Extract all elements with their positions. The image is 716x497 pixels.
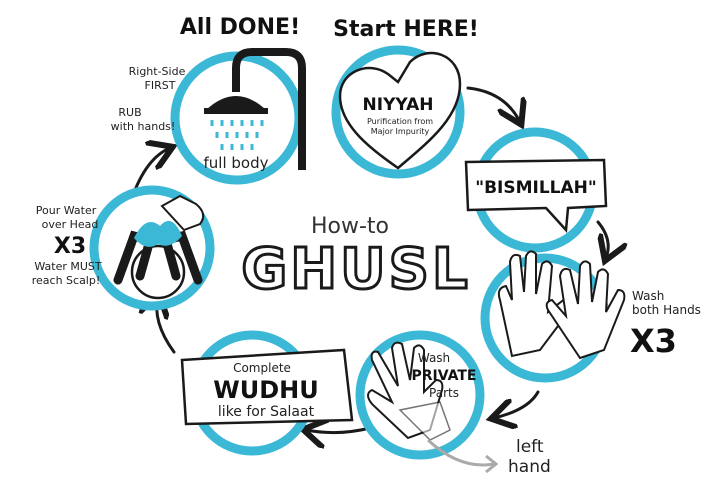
right-side-label-2: FIRST: [145, 79, 176, 92]
arrow-private-to-wudhu: [306, 428, 372, 433]
pour-label-4: reach Scalp!: [32, 274, 101, 287]
niyyah-label: NIYYAH: [363, 95, 434, 115]
jug-icon: [160, 194, 205, 232]
private-hand-back-icon: [398, 401, 451, 441]
wash-both-label-2: both Hands: [632, 303, 701, 317]
pour-step: Pour Water over Head X3 Water MUST reach…: [32, 194, 205, 300]
rub-label-2: with hands!: [111, 120, 176, 133]
left-label-2: hand: [508, 457, 551, 477]
wudhu-label-2: WUDHU: [213, 376, 318, 404]
private-step: Wash PRIVATE Parts left hand: [367, 341, 551, 477]
pour-x3: X3: [54, 234, 86, 259]
niyyah-sub-2: Major Impurity: [371, 127, 430, 136]
arrow-niyyah-to-bismillah: [466, 86, 520, 122]
all-done-label: All DONE!: [180, 15, 300, 40]
water-drops-icon: [210, 120, 264, 150]
pour-label-2: over Head: [42, 218, 99, 231]
arrow-hands-to-private: [494, 390, 540, 418]
wash-both-label-1: Wash: [632, 289, 664, 303]
water-splash-head-icon: [134, 220, 182, 247]
title-small: How-to: [311, 214, 389, 239]
left-label-1: left: [516, 437, 544, 457]
paper-note-icon: [180, 348, 354, 426]
wash-private-label-2: PRIVATE: [412, 368, 477, 384]
pour-label-1: Pour Water: [36, 204, 97, 217]
niyyah-step: NIYYAH Purification from Major Impurity: [338, 51, 462, 170]
arrow-bismillah-to-hands: [596, 220, 608, 258]
title-big: GHUSL: [241, 237, 470, 302]
bismillah-step: "BISMILLAH": [464, 158, 608, 233]
wash-private-label-1: Wash: [418, 351, 450, 365]
wash-both-x3: X3: [630, 322, 677, 360]
speech-bubble-icon: [464, 158, 608, 233]
hands-step: Wash both Hands X3: [497, 250, 701, 360]
left-hand-arrow-head: [485, 454, 499, 474]
wudhu-step: Complete WUDHU like for Salaat: [180, 348, 354, 426]
niyyah-sub-1: Purification from: [367, 117, 433, 126]
shower-head-icon: [206, 96, 266, 110]
wudhu-label-1: Complete: [233, 361, 291, 375]
pour-label-3: Water MUST: [34, 260, 102, 273]
right-hand-icon: [545, 260, 626, 360]
bismillah-label: "BISMILLAH": [475, 178, 597, 198]
start-here-label: Start HERE!: [333, 17, 479, 42]
left-hand-arrow: [426, 438, 495, 467]
shower-pipe-icon: [232, 48, 306, 170]
wudhu-label-3: like for Salaat: [218, 404, 315, 420]
rub-label-1: RUB: [118, 106, 141, 119]
shower-head-base: [204, 108, 268, 114]
full-body-label: full body: [204, 154, 269, 172]
heart-icon: [338, 51, 462, 170]
shower-step: full body: [204, 48, 306, 172]
wash-private-label-3: Parts: [429, 386, 459, 400]
right-side-label-1: Right-Side: [129, 65, 186, 78]
